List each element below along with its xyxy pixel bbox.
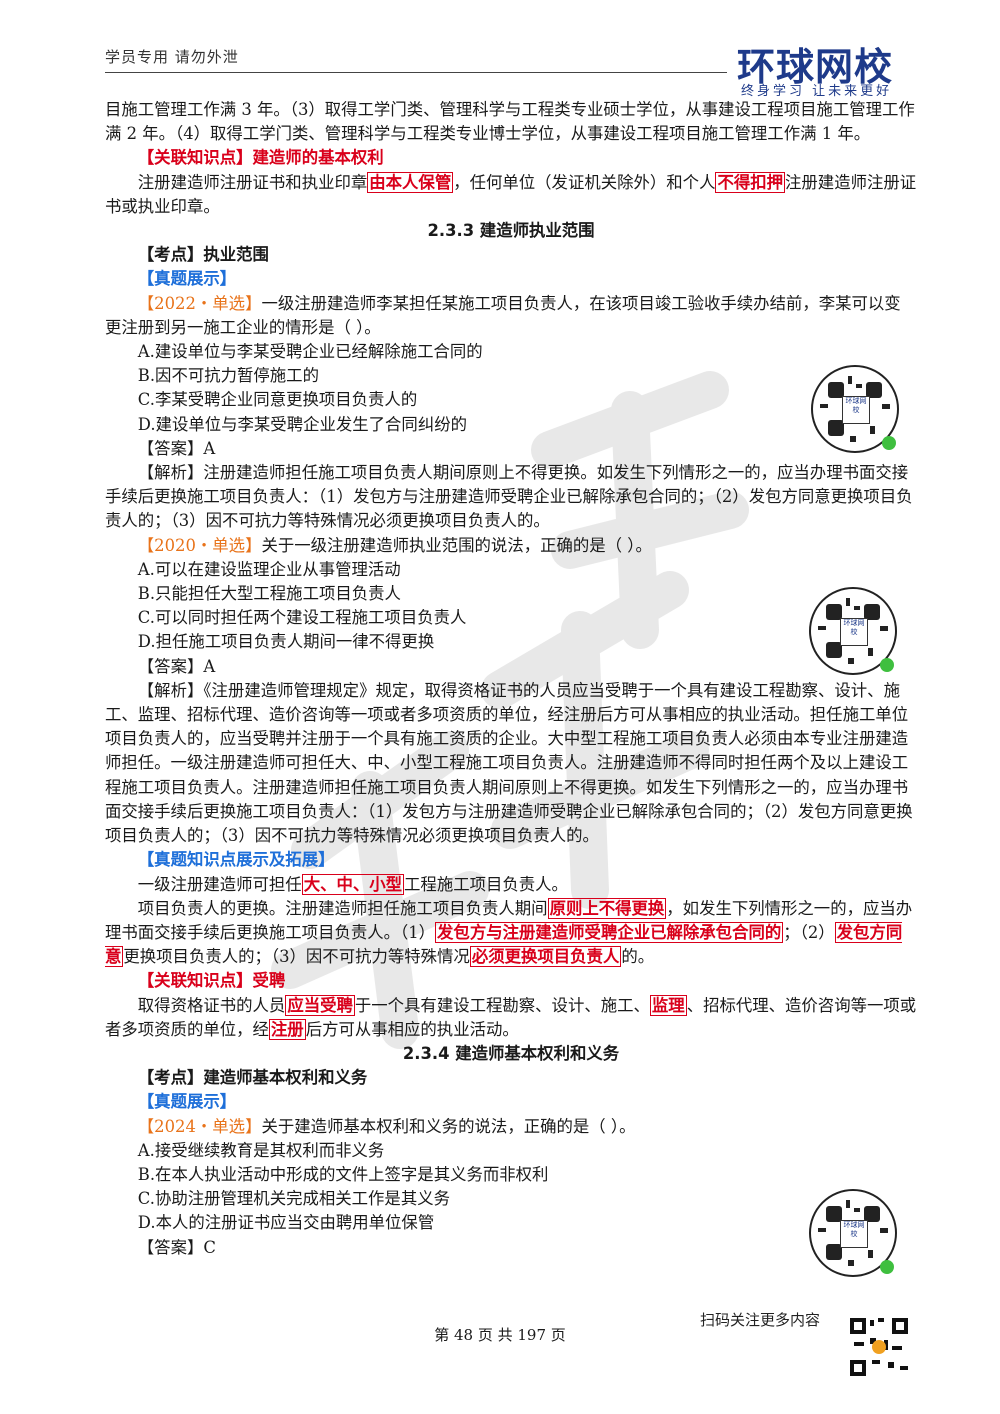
text: ，如发生下列情形之一的，应当办理书面交接手续后更换施工项目负责人。（1）	[105, 898, 913, 942]
highlight: 监理	[649, 994, 687, 1016]
option: A.接受继续教育是其权利而非义务	[137, 1140, 385, 1160]
paragraph: 一级注册建造师可担任大、中、小型工程施工项目负责人。	[105, 873, 917, 897]
text: 一级注册建造师可担任	[137, 874, 302, 894]
option: A.可以在建设监理企业从事管理活动	[137, 559, 401, 579]
question-text: 一级注册建造师李某担任某施工项目负责人，在该项目竣工验收手续办结前，李某可以变更…	[105, 293, 901, 337]
option: C.李某受聘企业同意更换项目负责人的	[137, 390, 418, 410]
text: 项目负责人的更换。注册建造师担任施工项目负责人期间	[137, 898, 548, 918]
text: 更换项目负责人的；（3）因不可抗力等特殊情况	[123, 947, 470, 967]
question-tag: 【2022・单选】	[137, 293, 262, 313]
extension-title: 【真题知识点展示及拓展】	[137, 850, 335, 870]
brand-logo: 环球网校 终身学习 让未来更好	[737, 36, 917, 99]
explanation: 【解析】注册建造师担任施工项目负责人期间原则上不得更换。如发生下列情形之一的，应…	[105, 463, 913, 531]
footer-qr-code[interactable]	[848, 1316, 910, 1378]
paragraph: 取得资格证书的人员应当受聘于一个具有建设工程勘察、设计、施工、监理、招标代理、造…	[105, 994, 917, 1042]
highlight: 由本人保管	[367, 171, 454, 193]
answer: 【答案】C	[137, 1237, 216, 1257]
question: 【2022・单选】一级注册建造师李某担任某施工项目负责人，在该项目竣工验收手续办…	[105, 292, 917, 340]
text: 的。	[621, 947, 655, 967]
option: D.担任施工项目负责人期间一律不得更换	[137, 632, 435, 652]
option: B.在本人执业活动中形成的文件上签字是其义务而非权利	[137, 1164, 549, 1184]
question: 【2020・单选】关于一级注册建造师执业范围的说法，正确的是（ ）。	[105, 534, 917, 558]
highlight: 不得扣押	[715, 171, 786, 193]
qr-logo: 环球网校	[840, 618, 868, 646]
text: ；（2）	[783, 922, 835, 942]
text: 后方可从事相应的执业活动。	[305, 1019, 519, 1039]
wechat-icon	[880, 658, 894, 672]
text: 、招标代理、造价咨询等一项或者多项资质的单位，经	[105, 995, 917, 1039]
text: 工程施工项目负责人。	[404, 874, 568, 894]
text: 取得资格证书的人员	[137, 995, 286, 1015]
highlight: 必须更换项目负责人	[469, 946, 622, 968]
page-number: 第 48 页 共 197 页	[434, 1326, 566, 1344]
header-divider	[105, 72, 727, 73]
paragraph: 注册建造师注册证书和执业印章由本人保管，任何单位（发证机关除外）和个人不得扣押注…	[105, 171, 917, 219]
answer: 【答案】A	[137, 656, 216, 676]
header-note: 学员专用 请勿外泄	[105, 48, 239, 66]
section-heading: 2.3.4 建造师基本权利和义务	[402, 1043, 620, 1063]
highlight: 大、中、小型	[301, 873, 405, 895]
section-heading: 2.3.3 建造师执业范围	[427, 221, 595, 241]
related-knowledge-title: 【关联知识点】建造师的基本权利	[137, 148, 384, 168]
question-text: 关于一级注册建造师执业范围的说法，正确的是（ ）。	[261, 535, 652, 555]
document-body: 目施工管理工作满 3 年。（3）取得工学门类、管理科学与工程类专业硕士学位，从事…	[105, 98, 917, 1260]
text: 于一个具有建设工程勘察、设计、施工、	[354, 995, 650, 1015]
option: B.只能担任大型工程施工项目负责人	[137, 584, 401, 604]
logo-slogan: 终身学习 让未来更好	[741, 84, 893, 99]
highlight: 发包方与注册建造师受聘企业已解除承包合同的	[435, 921, 784, 943]
option: C.协助注册管理机关完成相关工作是其义务	[137, 1189, 450, 1209]
explanation: 【解析】《注册建造师管理规定》规定，取得资格证书的人员应当受聘于一个具有建设工程…	[105, 680, 913, 846]
option: C.可以同时担任两个建设工程施工项目负责人	[137, 608, 467, 628]
mini-program-qr-code[interactable]: 环球网校	[810, 364, 900, 454]
footer-scan-text: 扫码关注更多内容	[700, 1311, 821, 1329]
text: 注册建造师注册证书和执业印章	[137, 172, 368, 192]
related-knowledge-title: 【关联知识点】受聘	[137, 971, 286, 991]
page-header: 学员专用 请勿外泄 环球网校 终身学习 让未来更好	[105, 0, 915, 100]
exam-showcase-title: 【真题展示】	[137, 269, 237, 289]
option: A.建设单位与李某受聘企业已经解除施工合同的	[137, 342, 483, 362]
qr-logo: 环球网校	[840, 1220, 868, 1248]
question-tag: 【2024・单选】	[137, 1116, 262, 1136]
highlight: 应当受聘	[285, 994, 355, 1016]
option: D.本人的注册证书应当交由聘用单位保管	[137, 1213, 435, 1233]
mini-program-qr-code[interactable]: 环球网校	[808, 586, 898, 676]
paragraph: 项目负责人的更换。注册建造师担任施工项目负责人期间原则上不得更换，如发生下列情形…	[105, 897, 917, 970]
wechat-icon	[882, 436, 896, 450]
logo-text: 环球网校	[737, 45, 894, 89]
key-point-title: 【考点】建造师基本权利和义务	[137, 1068, 368, 1088]
exam-showcase-title: 【真题展示】	[137, 1092, 237, 1112]
qr-logo: 环球网校	[842, 396, 870, 424]
wechat-icon	[880, 1260, 894, 1274]
highlight: 原则上不得更换	[547, 897, 667, 919]
key-point-title: 【考点】执业范围	[137, 245, 269, 265]
text: ，任何单位（发证机关除外）和个人	[453, 172, 716, 192]
highlight: 发包方同意	[105, 921, 903, 968]
question-tag: 【2020・单选】	[137, 535, 262, 555]
mini-program-qr-code[interactable]: 环球网校	[808, 1188, 898, 1278]
option: B.因不可抗力暂停施工的	[137, 366, 319, 386]
question-text: 关于建造师基本权利和义务的说法，正确的是（ ）。	[261, 1116, 636, 1136]
option: D.建设单位与李某受聘企业发生了合同纠纷的	[137, 414, 467, 434]
answer: 【答案】A	[137, 438, 216, 458]
paragraph: 目施工管理工作满 3 年。（3）取得工学门类、管理科学与工程类专业硕士学位，从事…	[105, 100, 915, 144]
highlight: 注册	[268, 1018, 306, 1040]
text: 注册建造师注册证书或执业印章。	[105, 172, 917, 216]
question: 【2024・单选】关于建造师基本权利和义务的说法，正确的是（ ）。	[105, 1115, 917, 1139]
